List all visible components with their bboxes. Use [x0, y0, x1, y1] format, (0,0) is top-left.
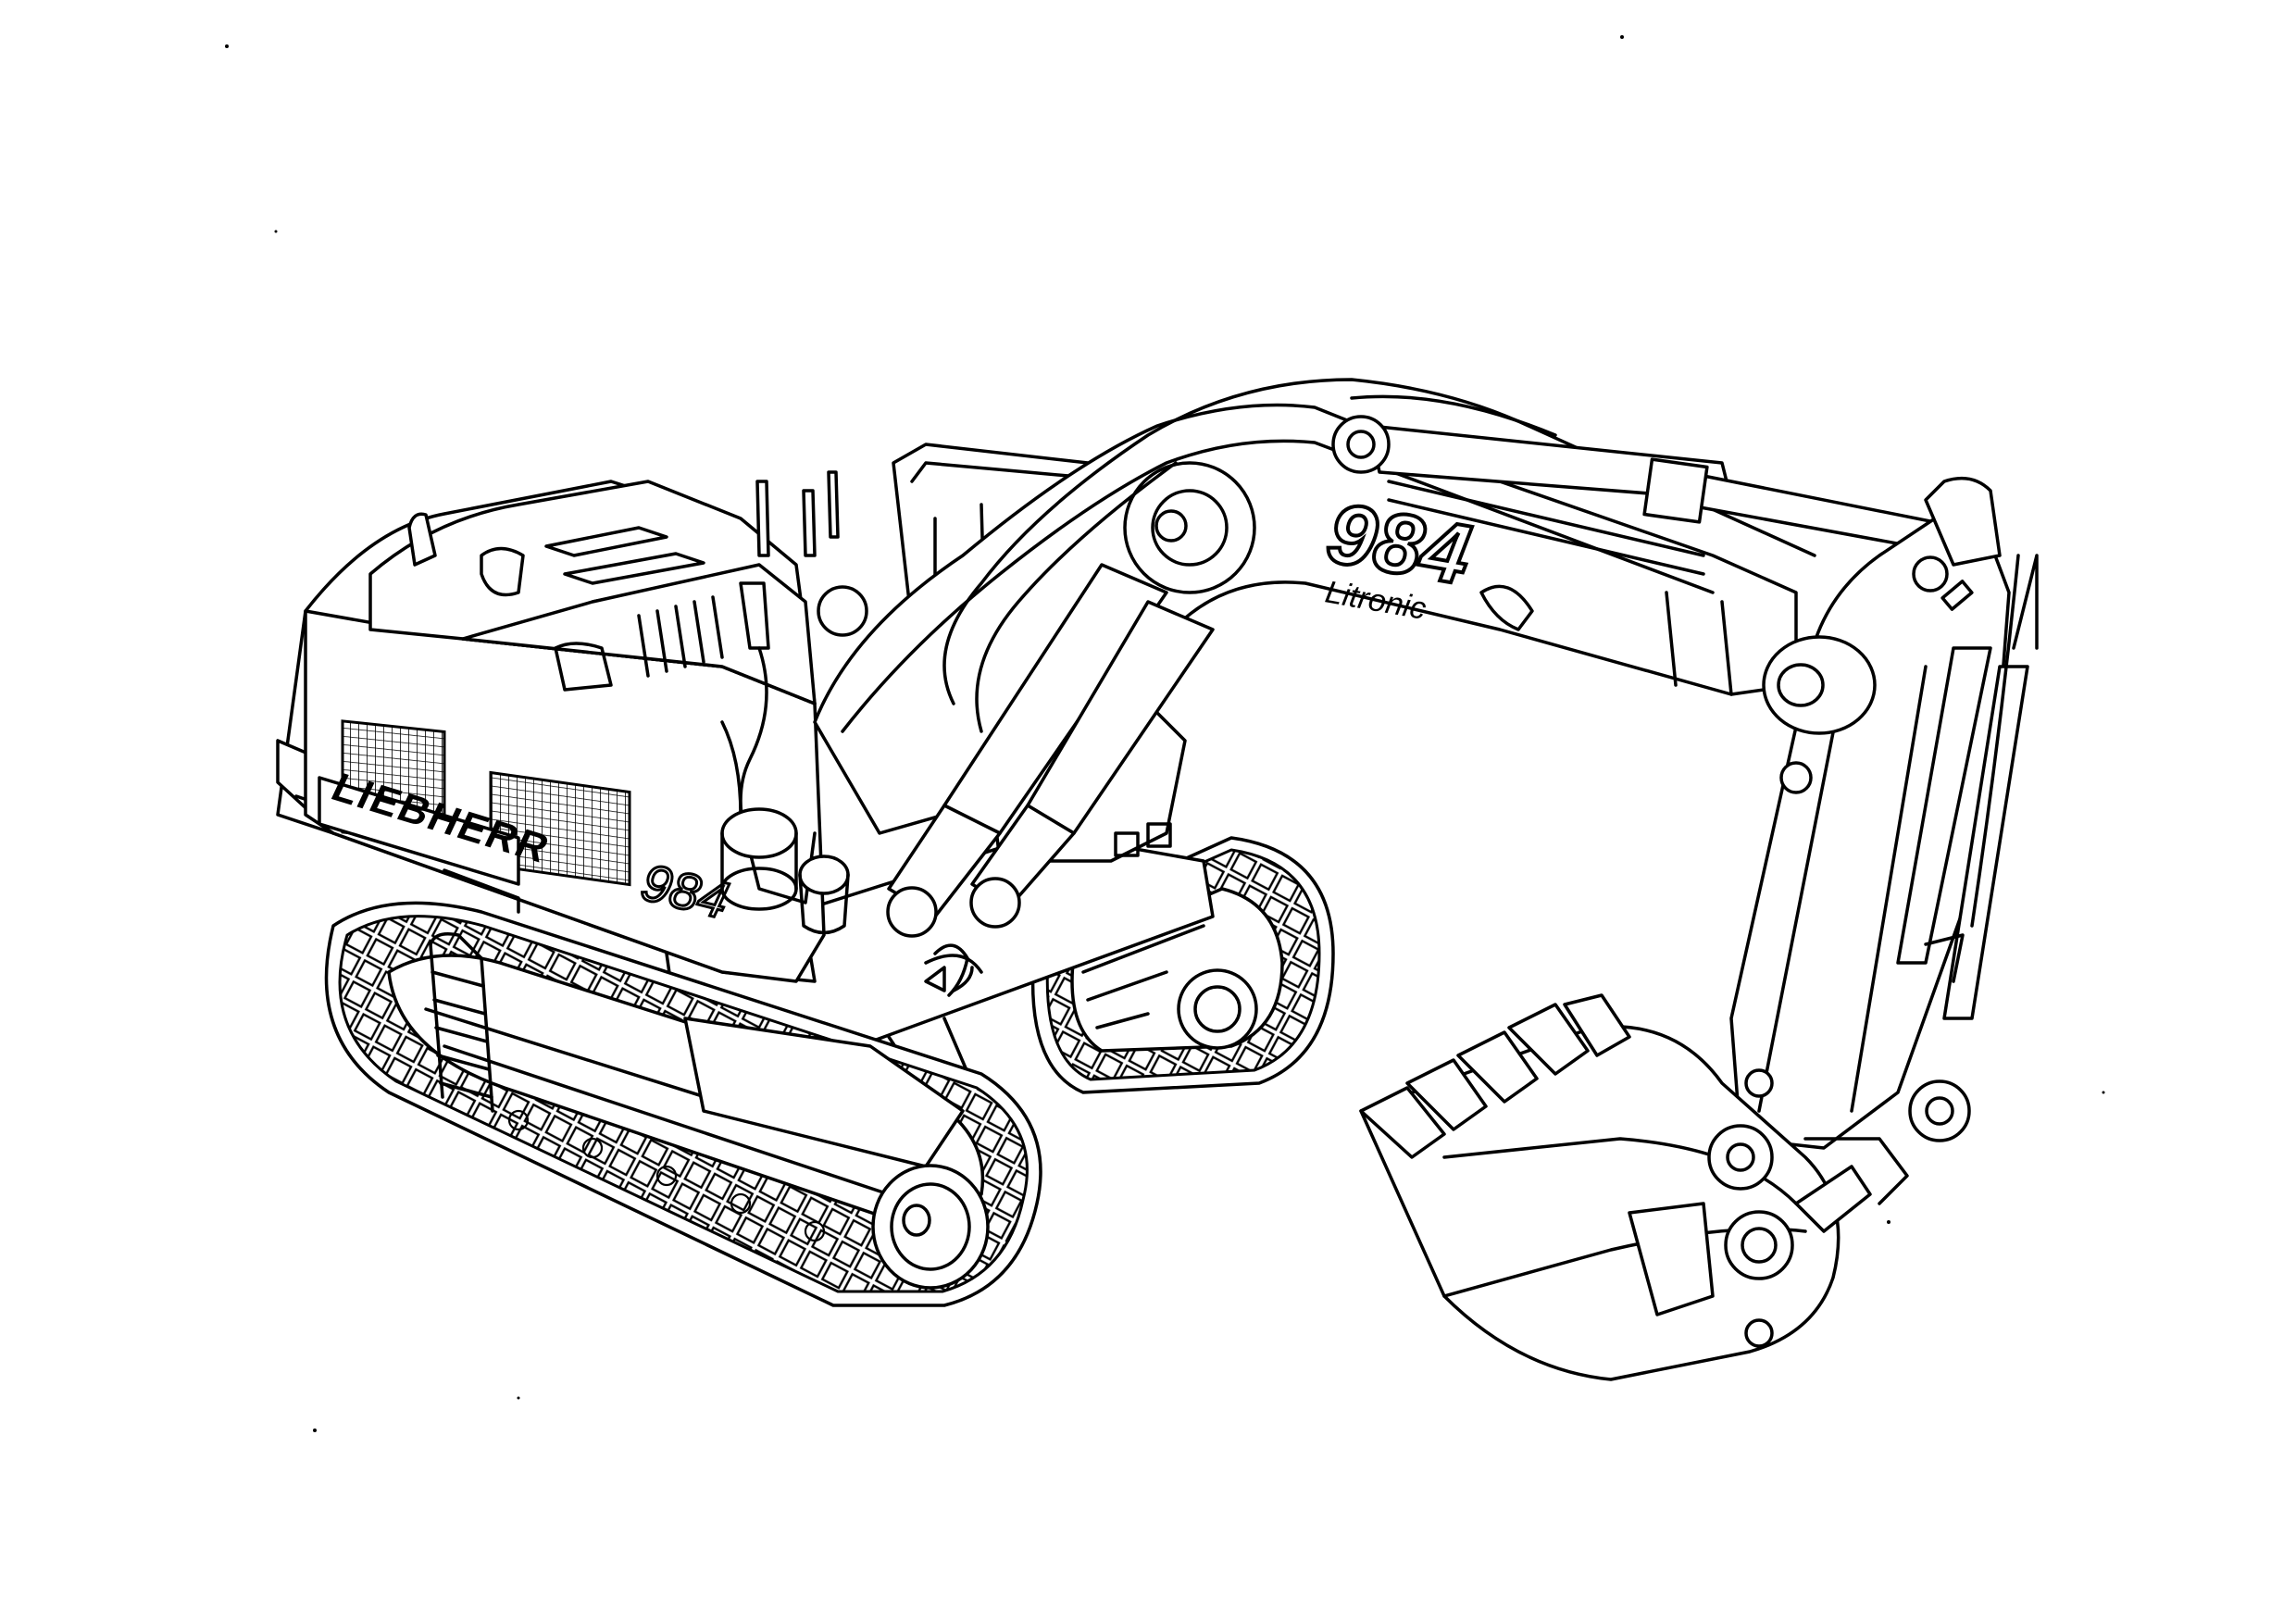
near-crawler-track	[324, 901, 1042, 1307]
scan-specks	[225, 35, 2105, 1432]
excavator-stick	[1729, 476, 2039, 1150]
bucket-teeth	[1359, 993, 1631, 1159]
excavator-bucket	[1359, 993, 1909, 1381]
boom-cylinders	[886, 563, 1215, 938]
track-rollers	[507, 1109, 826, 1242]
access-ladder	[429, 932, 494, 1113]
upper-house: LIEBHERR 984	[276, 470, 969, 997]
hydraulic-hoses	[942, 378, 1816, 733]
logo-mark	[1479, 584, 1534, 631]
stick-cylinder	[1331, 415, 1965, 576]
engine-components	[480, 546, 868, 935]
